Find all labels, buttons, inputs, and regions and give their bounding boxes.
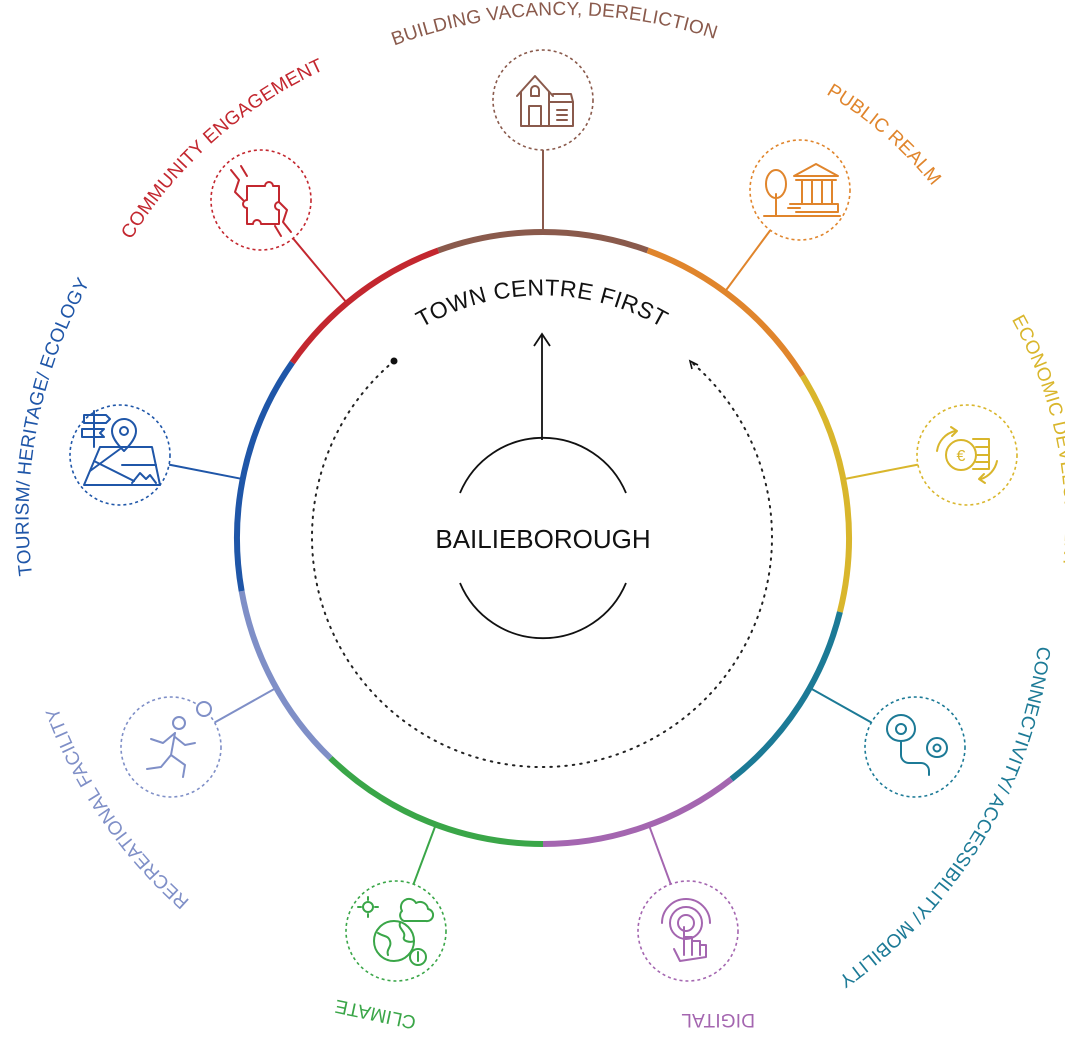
up-arrow [533, 332, 551, 440]
spokes [168, 150, 919, 885]
ring-segment-connectivity [729, 611, 843, 782]
ring-segment-building [437, 229, 649, 254]
icon-circle-building [492, 49, 594, 151]
town-name: BAILIEBOROUGH [435, 524, 650, 554]
svg-text:€: € [957, 448, 966, 465]
node-economic: € [916, 404, 1018, 506]
theme-labels: BUILDING VACANCY, DERELICTION PUBLIC REA… [13, 0, 1065, 1032]
icon-circle-public [749, 139, 851, 241]
route-icon [886, 714, 948, 776]
tagline-text: TOWN CENTRE FIRST [411, 274, 672, 332]
ring-segment-digital [542, 776, 734, 847]
icon-circle-recreation [120, 696, 222, 798]
ring-segment-public [646, 247, 806, 378]
ring-segment-community [289, 247, 440, 365]
touch-icon [661, 898, 711, 962]
label-connectivity: CONNECTIVITY/ ACCESSIBILITY/ MOBILITY [835, 645, 1054, 991]
node-climate [345, 880, 447, 982]
runner-icon [146, 716, 196, 778]
spoke-recreation [214, 687, 277, 724]
icon-circle-climate [345, 880, 447, 982]
theme-ring [234, 229, 852, 847]
coins-icon: € [936, 426, 998, 484]
spoke-economic [843, 463, 919, 481]
icon-circle-economic [916, 404, 1018, 506]
globe-icon [357, 896, 435, 966]
label-digital: DIGITAL [681, 1009, 755, 1030]
ring-segment-economic [799, 374, 852, 613]
ring-segment-climate [328, 755, 544, 847]
recreation-knob [196, 701, 212, 717]
inner-dotted-circle [311, 357, 773, 768]
spoke-public [723, 229, 772, 293]
icon-circle-community [210, 149, 312, 251]
theme-nodes: € [69, 49, 1018, 982]
label-climate: CLIMATE [333, 995, 418, 1033]
cycle-arcs [459, 436, 627, 640]
node-public [749, 139, 851, 241]
spoke-tourism [168, 463, 243, 481]
building-icon [516, 75, 574, 127]
spoke-community [292, 237, 348, 304]
spoke-connectivity [809, 687, 872, 724]
dotted-circle-arrowhead [688, 359, 699, 370]
node-building [492, 49, 594, 151]
icon-circle-connectivity [864, 696, 966, 798]
ring-segment-tourism [234, 360, 295, 592]
ring-segment-recreation [238, 590, 333, 761]
node-tourism [69, 404, 171, 506]
public-realm-icon [763, 163, 841, 217]
label-economic: ECONOMIC DEVELOPMENT [1007, 312, 1065, 570]
spoke-climate [412, 824, 437, 885]
dotted-circle-start-dot [390, 357, 398, 365]
puzzle-hands-icon [230, 165, 292, 237]
node-connectivity [864, 696, 966, 798]
node-digital [637, 880, 739, 982]
spoke-digital [647, 824, 672, 885]
node-recreation [120, 696, 222, 798]
map-pin-icon [81, 410, 161, 486]
node-community [210, 149, 312, 251]
label-building: BUILDING VACANCY, DERELICTION [389, 0, 720, 50]
